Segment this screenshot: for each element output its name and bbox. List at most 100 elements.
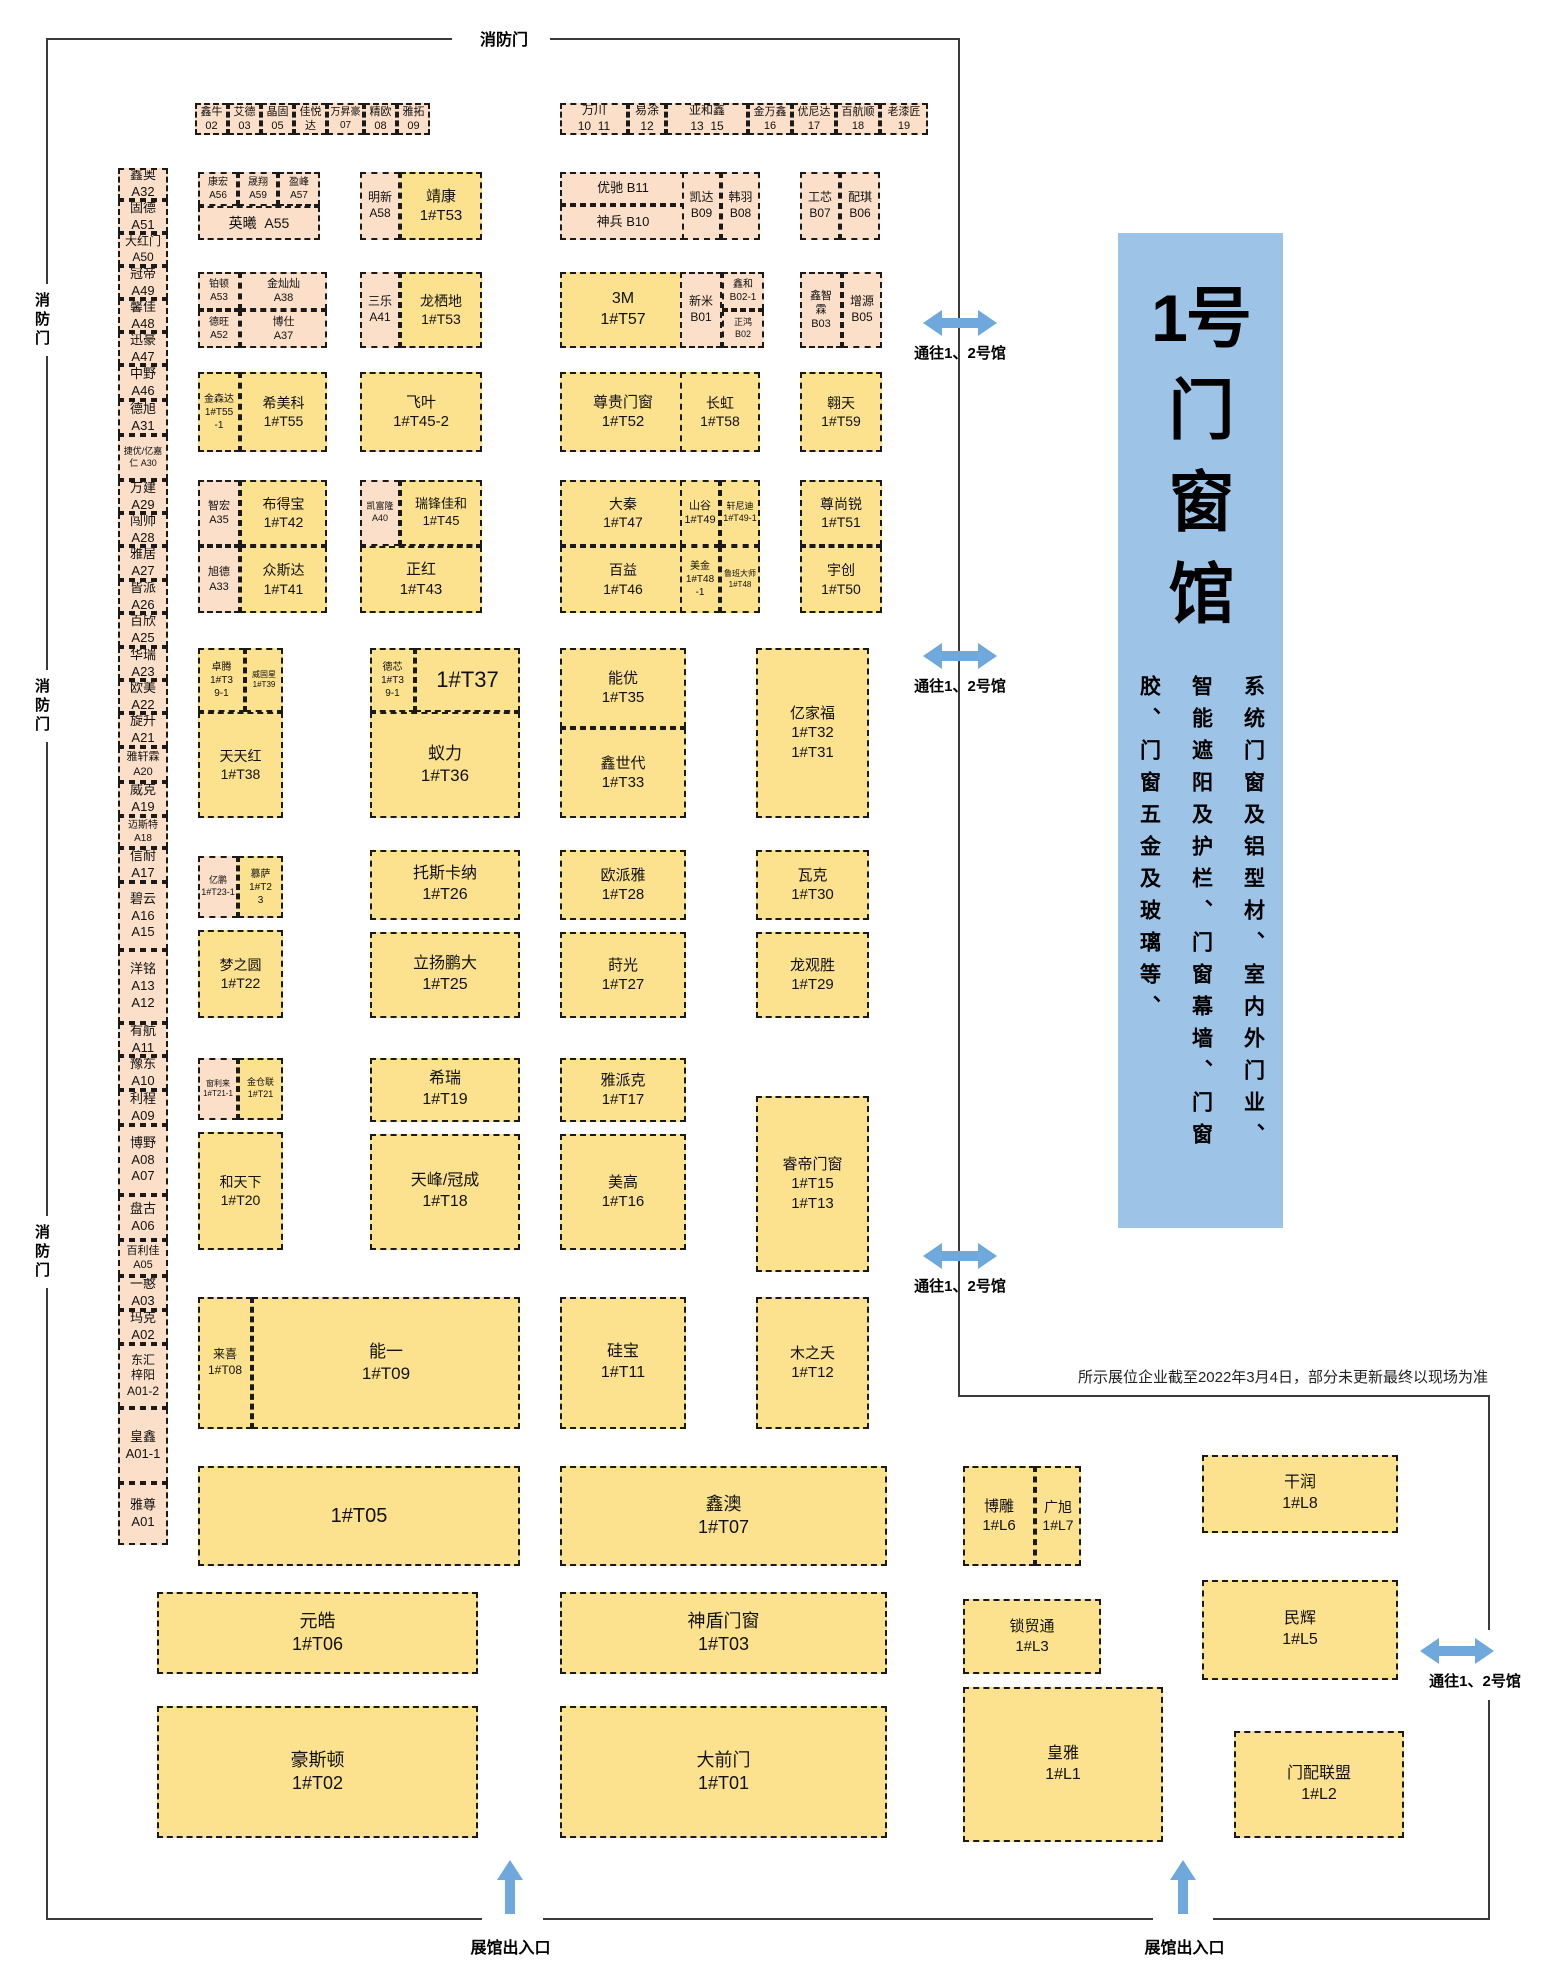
booth-label: 旋升 xyxy=(129,713,156,729)
booth-label: 神兵 B10 xyxy=(596,214,650,230)
booth-label: A13 xyxy=(131,978,155,994)
booth-label: 10 11 xyxy=(577,119,611,133)
booth-label: A09 xyxy=(131,1107,155,1123)
booth-label: 和天下 xyxy=(219,1173,262,1190)
booth-label: 1#T55 xyxy=(204,406,234,418)
booth-label: 12 xyxy=(640,119,654,133)
booth: 佳悦达 xyxy=(294,103,327,135)
fire-door-label-left-2: 消防门 xyxy=(24,670,52,742)
booth-label: 1#T38 xyxy=(220,766,261,782)
entrance-label-1: 展馆出入口 xyxy=(470,1940,551,1957)
booth-label: 元皓 xyxy=(299,1610,336,1631)
booth-label: A01-2 xyxy=(126,1383,160,1398)
booth-label: A32 xyxy=(131,184,155,199)
booth-label: B05 xyxy=(851,310,873,324)
booth: 1#T05 xyxy=(198,1466,520,1566)
hall-description: 系统门窗及铝型材、室内外门业、智能遮阳及护栏、门窗幕墙、门窗胶、门窗五金及玻璃等… xyxy=(1137,675,1265,1155)
booth-label: A51 xyxy=(131,216,155,232)
booth-label: 宇创 xyxy=(827,562,855,579)
booth-label: 1#T50 xyxy=(821,580,861,597)
booth-label: 智宏 xyxy=(208,499,230,512)
fire-door-label-left-3: 消防门 xyxy=(24,1216,52,1288)
booth-label: 1#T58 xyxy=(700,413,740,429)
booth-label: 1#T20 xyxy=(220,1192,261,1208)
booth-label: 1#T28 xyxy=(601,886,645,903)
booth-label: 金仓联 xyxy=(246,1077,274,1088)
booth-label: 雅尊 xyxy=(129,1497,156,1513)
booth-label: 1#T13 xyxy=(791,1194,834,1212)
booth-label: 窗利来 xyxy=(206,1078,230,1088)
booth-label: 天峰/冠成 xyxy=(410,1172,480,1190)
booth-label: 金森达 xyxy=(204,393,234,405)
booth-label: 易涂 xyxy=(634,103,659,118)
booth-label: A12 xyxy=(131,994,155,1010)
booth-label: 瓦克 xyxy=(797,866,828,884)
booth-label: A22 xyxy=(131,696,155,712)
booth-label: 豪斯顿 xyxy=(290,1749,345,1770)
booth-label: B09 xyxy=(690,206,713,220)
booth-label: 1#T06 xyxy=(291,1634,344,1654)
booth-label: A48 xyxy=(131,315,155,331)
booth-label: A59 xyxy=(249,190,267,201)
booth-label: A46 xyxy=(131,382,155,398)
booth-label: 雅派克 xyxy=(600,1071,646,1089)
booth-label: 木之夭 xyxy=(789,1344,835,1362)
booth-label: 冠帝 xyxy=(129,266,156,281)
passage-label-1: 通往1、2号馆 xyxy=(914,345,1006,362)
booth-label: 1#T05 xyxy=(330,1505,388,1527)
booth-label: 旭德 xyxy=(208,566,230,579)
booth-label: 1#T57 xyxy=(600,311,646,328)
booth: 优驰 B11 xyxy=(560,172,686,205)
hall-title-char: 馆 xyxy=(1168,557,1235,631)
booth-label: A08 xyxy=(131,1151,155,1167)
booth-label: 1#T52 xyxy=(601,413,645,430)
booth-label: A11 xyxy=(131,1039,155,1055)
booth-label: 1#T08 xyxy=(207,1363,243,1377)
booth-label: 1#T31 xyxy=(791,743,834,761)
booth-label: A33 xyxy=(209,580,229,593)
booth-label: 9-1 xyxy=(214,687,229,699)
booth-label: 迈斯特 xyxy=(128,820,158,831)
booth-label: 1#T21-1 xyxy=(203,1089,233,1098)
booth-label: 大秦 xyxy=(609,495,637,512)
booth-label: 洋铭 xyxy=(129,961,156,977)
booth-label: 欧派雅 xyxy=(600,866,646,884)
booth-label: 有航 xyxy=(129,1023,156,1038)
booth-label: 固德 xyxy=(129,200,156,215)
booth-label: 亚和鑫 xyxy=(688,103,725,118)
booth-label: 雅居 xyxy=(129,546,156,562)
booth-label: 凯富隆 xyxy=(366,501,394,512)
passage-arrow-3 xyxy=(923,1243,997,1274)
wall-bottom-a xyxy=(46,1918,482,1920)
booth-label: 优驰 B11 xyxy=(597,180,649,196)
